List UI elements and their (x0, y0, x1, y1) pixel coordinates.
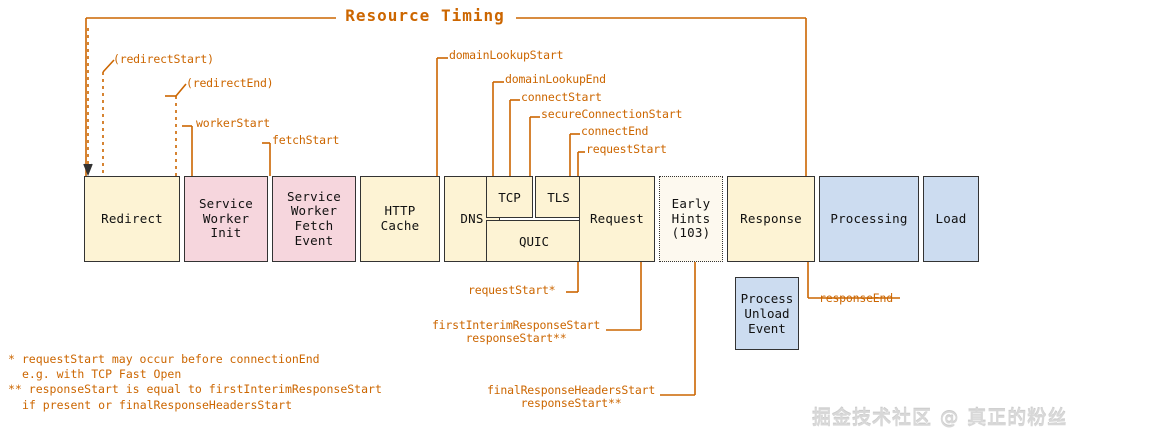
phase-box-redirect[interactable]: Redirect (84, 176, 180, 262)
conn-box-quic[interactable]: QUIC (486, 220, 582, 262)
annotation-domain-lookup-start: domainLookupStart (449, 48, 564, 62)
annotation-fetch-start: fetchStart (272, 133, 340, 147)
legend-note-2: ** responseStart is equal to firstInteri… (8, 382, 382, 397)
phase-label-load: Load (935, 210, 967, 226)
annotation-request-start-top: requestStart (586, 142, 667, 156)
annotation-domain-lookup-end: domainLookupEnd (505, 72, 606, 86)
watermark: 掘金技术社区 @ 真正的粉丝 (812, 407, 1068, 429)
phase-box-connection: TCP TLS QUIC (486, 176, 582, 262)
annotation-first-interim-response: firstInterimResponseStart responseStart*… (425, 319, 607, 345)
annotation-final-response-headers-sub: responseStart** (520, 395, 622, 410)
annotation-connect-start: connectStart (521, 90, 602, 104)
annotation-first-interim-response-main: firstInterimResponseStart (431, 318, 601, 332)
annotation-connect-end: connectEnd (581, 124, 649, 138)
annotation-final-response-headers-main: finalResponseHeadersStart (486, 383, 656, 397)
conn-label-quic: QUIC (518, 233, 550, 249)
legend-note-2-cont: if present or finalResponseHeadersStart (22, 397, 293, 412)
phase-box-load[interactable]: Load (923, 176, 979, 262)
legend-notes: * requestStart may occur before connecti… (8, 352, 382, 413)
annotation-redirect-start: (redirectStart) (113, 52, 214, 66)
annotation-request-start-bottom: requestStart* (468, 283, 556, 297)
conn-box-tcp[interactable]: TCP (486, 176, 533, 218)
legend-note-1: * requestStart may occur before connecti… (8, 352, 320, 366)
phase-label-dns: DNS (460, 210, 484, 226)
conn-label-tcp: TCP (498, 189, 521, 205)
legend-note-1-cont: e.g. with TCP Fast Open (22, 367, 182, 382)
phase-label-request: Request (589, 210, 645, 226)
phase-box-processing[interactable]: Processing (819, 176, 919, 262)
conn-box-tls[interactable]: TLS (535, 176, 582, 218)
phase-box-response[interactable]: Response (727, 176, 815, 262)
phase-box-request[interactable]: Request (579, 176, 655, 262)
phase-label-processing: Processing (830, 210, 908, 226)
phase-label-redirect: Redirect (101, 210, 163, 226)
phase-label-response: Response (740, 210, 802, 226)
annotation-final-response-headers: finalResponseHeadersStart responseStart*… (480, 384, 662, 410)
annotation-secure-connection-start: secureConnectionStart (541, 107, 683, 121)
conn-label-tls: TLS (547, 189, 570, 205)
annotation-first-interim-response-sub: responseStart** (465, 330, 567, 345)
annotation-worker-start: workerStart (196, 116, 270, 130)
annotation-response-end: responseEnd (819, 291, 893, 305)
annotation-redirect-end: (redirectEnd) (186, 76, 274, 90)
diagram-title: Resource Timing (345, 6, 505, 25)
